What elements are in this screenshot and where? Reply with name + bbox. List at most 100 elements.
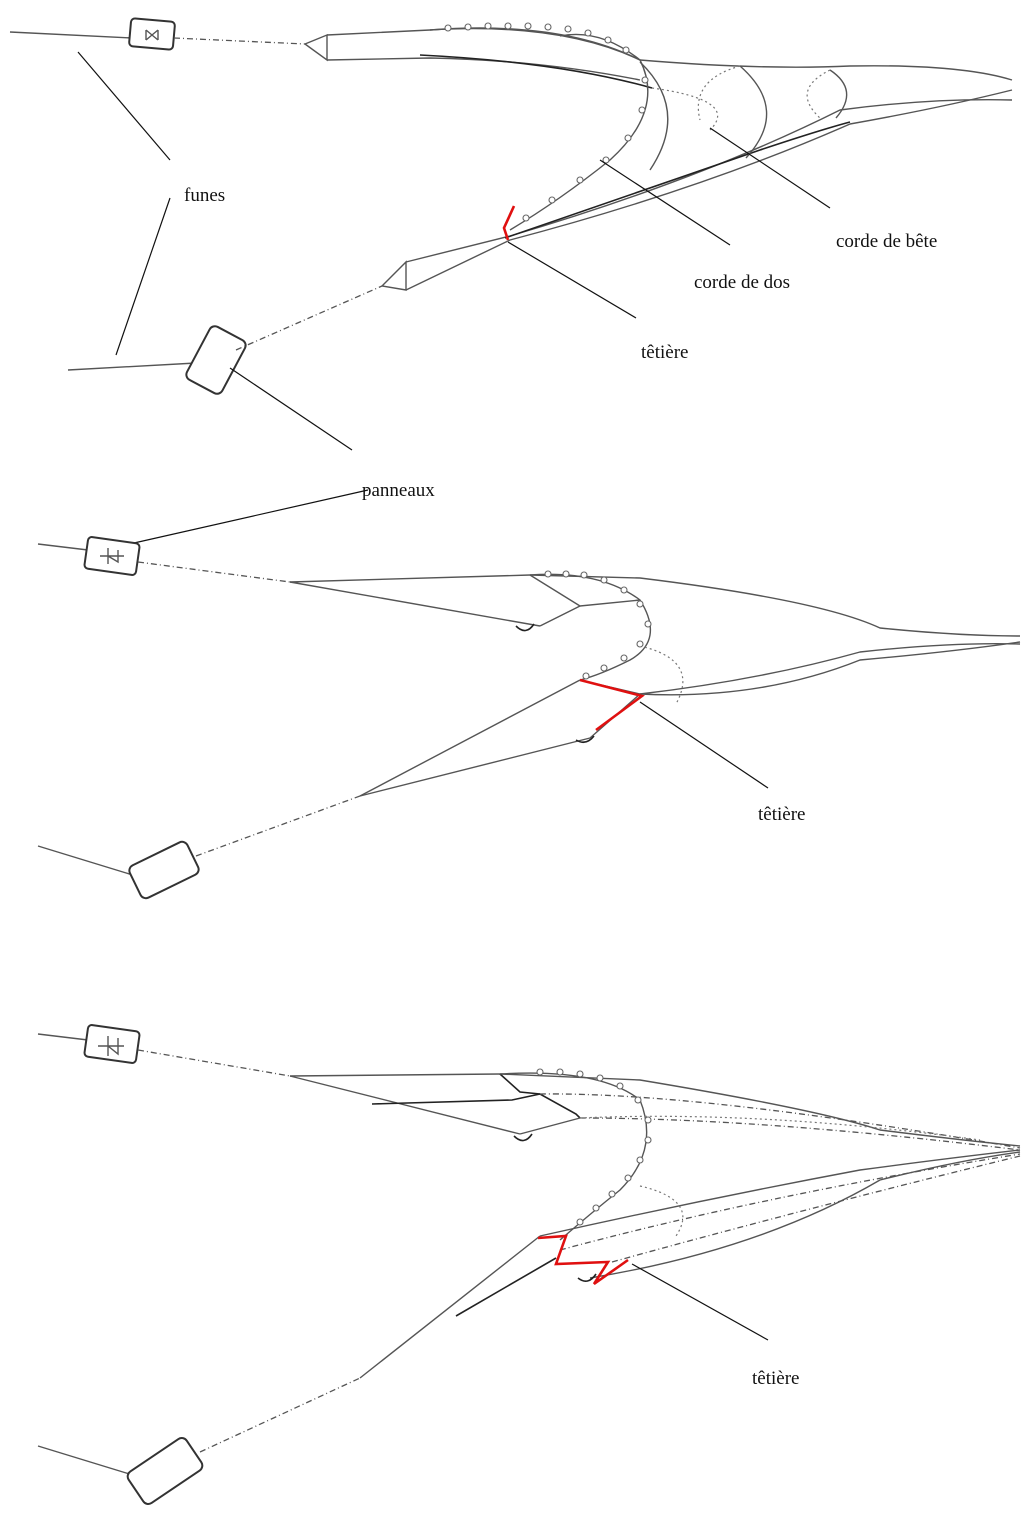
- float: [576, 1070, 584, 1078]
- float: [636, 600, 644, 608]
- float: [638, 106, 646, 114]
- sweep-upper: [173, 37, 306, 45]
- float: [608, 1190, 616, 1198]
- float: [596, 1074, 604, 1082]
- lower-wing-inner: [589, 1151, 1021, 1279]
- wing-end-upper: [303, 33, 328, 62]
- weight-upper: [515, 623, 535, 632]
- belly-dotted-upper: [579, 1115, 981, 1141]
- belly-ring-dotted-3: [806, 69, 831, 119]
- float: [616, 1082, 624, 1090]
- lower-dashed-1: [559, 1153, 1021, 1251]
- float: [504, 22, 512, 30]
- label-funes: funes: [184, 185, 225, 206]
- float: [644, 1136, 652, 1144]
- top-wing-lower: [539, 605, 581, 627]
- label-corde-de-bete: corde de bête: [836, 231, 937, 252]
- float: [536, 1068, 544, 1076]
- leader-funes-lower: [115, 197, 171, 356]
- float: [562, 570, 570, 578]
- top-wing-dark: [371, 1093, 541, 1105]
- float: [604, 36, 612, 44]
- float: [636, 640, 644, 648]
- leader-panneaux-lower: [229, 367, 353, 451]
- float: [620, 654, 628, 662]
- door-symbol-upper: [100, 548, 124, 564]
- float: [522, 214, 530, 222]
- float: [544, 570, 552, 578]
- top-wing-lower: [519, 1117, 581, 1135]
- corde-de-bete-line: [504, 121, 851, 239]
- groundrope: [529, 573, 652, 681]
- bridle-upper-bottom: [289, 1075, 521, 1135]
- leader-tetiere-3: [631, 1263, 769, 1341]
- float: [624, 1174, 632, 1182]
- leader-corde-de-dos: [599, 159, 731, 246]
- door-symbol-upper: [98, 1036, 124, 1056]
- float: [644, 620, 652, 628]
- float: [600, 664, 608, 672]
- lower-dashed-2: [611, 1155, 1021, 1263]
- warp-lower: [67, 362, 197, 371]
- headline-dashed-1: [539, 1093, 1021, 1149]
- float-row-3: [536, 1068, 652, 1226]
- sweep-lower: [195, 795, 361, 857]
- lower-wing-inner: [405, 89, 1013, 291]
- float-row-1: [444, 22, 649, 222]
- float: [556, 1068, 564, 1076]
- leader-tetiere-1: [507, 241, 637, 319]
- float: [548, 196, 556, 204]
- warp-upper: [37, 1033, 89, 1041]
- label-tetiere-2: têtière: [758, 804, 805, 825]
- trawl-figure-3: têtière: [37, 1024, 1021, 1505]
- lower-wing-inner: [589, 641, 1021, 739]
- leader-panneaux-upper: [133, 489, 369, 544]
- float: [580, 571, 588, 579]
- door-symbol-upper: [145, 29, 159, 41]
- weight-lower: [575, 735, 595, 744]
- headline: [326, 27, 1013, 81]
- belly-ring-1: [639, 61, 669, 171]
- label-tetiere-1: têtière: [641, 342, 688, 363]
- wing-end-lower: [380, 260, 407, 291]
- groundrope: [429, 27, 649, 231]
- float: [582, 672, 590, 680]
- float: [644, 1116, 652, 1124]
- float: [564, 25, 572, 33]
- bridle-lower: [359, 1235, 541, 1379]
- otter-board-lower: [128, 840, 200, 900]
- corde-de-dos-line-upper: [419, 54, 653, 89]
- headline: [529, 574, 1021, 637]
- float: [592, 1204, 600, 1212]
- float: [544, 23, 552, 31]
- trawl-figure-1: funes corde de bête corde de dos têtière…: [9, 17, 1013, 544]
- headline: [499, 1073, 1021, 1147]
- sweep-upper: [137, 1049, 291, 1077]
- float: [576, 176, 584, 184]
- float: [634, 1096, 642, 1104]
- bridle-lower-top: [359, 679, 581, 797]
- belly-ring-2: [739, 65, 768, 159]
- float: [636, 1156, 644, 1164]
- headline-dashed-2: [579, 1117, 1021, 1151]
- belly-dotted-lower: [639, 1185, 684, 1237]
- belly-ring-dotted-2: [697, 65, 741, 121]
- weight-upper: [513, 1133, 533, 1142]
- float: [464, 23, 472, 31]
- otter-board-lower: [185, 325, 247, 395]
- label-corde-de-dos: corde de dos: [694, 272, 790, 293]
- float: [600, 576, 608, 584]
- belly-ring-3: [829, 69, 848, 119]
- warp-upper: [9, 31, 133, 39]
- bridle-lower-bottom: [359, 737, 591, 797]
- warp-upper: [37, 543, 89, 551]
- warp-lower: [37, 1445, 137, 1477]
- belly-dotted: [639, 645, 684, 705]
- float: [524, 22, 532, 30]
- leader-funes-upper: [77, 51, 171, 161]
- upper-wing-lower-edge: [326, 57, 641, 81]
- trawl-figure-2: têtière: [37, 536, 1021, 900]
- float: [444, 24, 452, 32]
- square-arc: [559, 33, 641, 61]
